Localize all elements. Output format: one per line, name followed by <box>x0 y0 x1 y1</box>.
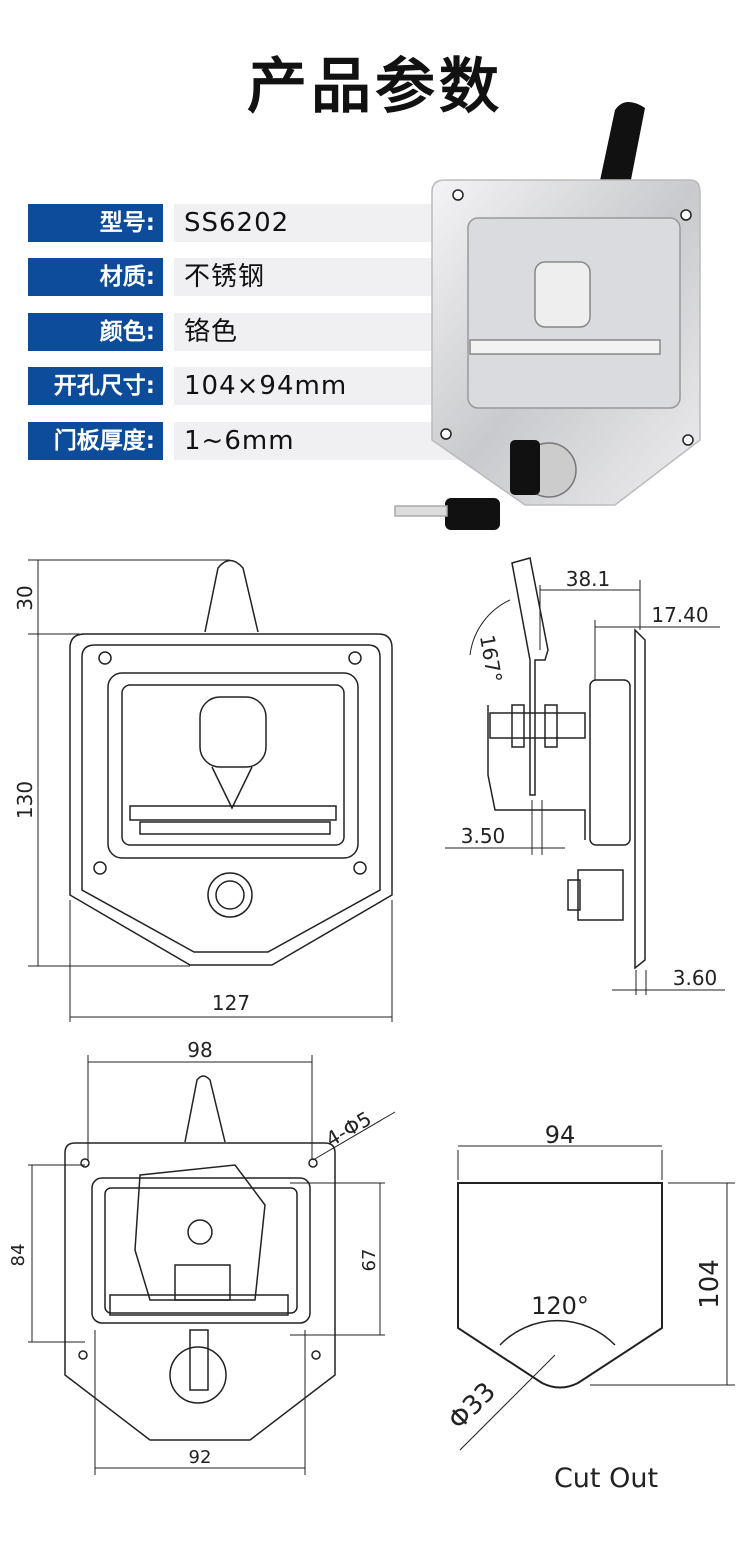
dim-holes: 4-Φ5 <box>322 1106 376 1151</box>
product-photo <box>394 101 701 530</box>
dim-handle-thickness: 3.50 <box>461 824 506 848</box>
back-view-drawing <box>28 1055 396 1475</box>
dim-inner-height: 67 <box>359 1249 380 1272</box>
dim-width: 127 <box>212 991 250 1015</box>
page-title: 产品参数 <box>247 52 503 122</box>
spec-value: 1~6mm <box>174 422 464 460</box>
spec-row-model: 型号: SS6202 <box>28 204 464 242</box>
spec-row-material: 材质: 不锈钢 <box>28 258 464 296</box>
spec-label: 开孔尺寸: <box>28 367 163 405</box>
dim-handle-height: 30 <box>13 585 37 610</box>
spec-value: 104×94mm <box>174 367 464 405</box>
spec-label: 颜色: <box>28 313 163 351</box>
dim-angle: 167° <box>475 633 507 685</box>
spec-row-color: 颜色: 铬色 <box>28 313 464 351</box>
dim-cut-angle: 120° <box>531 1292 589 1320</box>
dim-hole-height: 84 <box>8 1244 29 1267</box>
spec-label: 门板厚度: <box>28 422 163 460</box>
spec-label: 型号: <box>28 204 163 242</box>
dim-cut-height: 104 <box>695 1259 725 1309</box>
spec-value: 不锈钢 <box>174 258 464 296</box>
spec-value: SS6202 <box>174 204 464 242</box>
spec-label: 材质: <box>28 258 163 296</box>
cutout-drawing <box>457 1145 735 1451</box>
spec-value: 铬色 <box>174 313 464 351</box>
side-view-drawing <box>445 557 725 995</box>
dim-bottom-width: 92 <box>189 1447 212 1468</box>
cutout-caption: Cut Out <box>554 1463 658 1494</box>
dim-handle-offset: 38.1 <box>566 567 611 591</box>
spec-row-cutout: 开孔尺寸: 104×94mm <box>28 367 464 405</box>
dim-cut-radius: Φ33 <box>443 1377 502 1436</box>
dim-cut-width: 94 <box>545 1121 576 1149</box>
front-view-drawing <box>28 559 393 1022</box>
dim-height: 130 <box>13 781 37 819</box>
dim-depth: 17.40 <box>651 603 708 627</box>
spec-row-thickness: 门板厚度: 1~6mm <box>28 422 464 460</box>
dim-top-width: 98 <box>187 1038 212 1062</box>
dim-plate-thickness: 3.60 <box>673 966 718 990</box>
